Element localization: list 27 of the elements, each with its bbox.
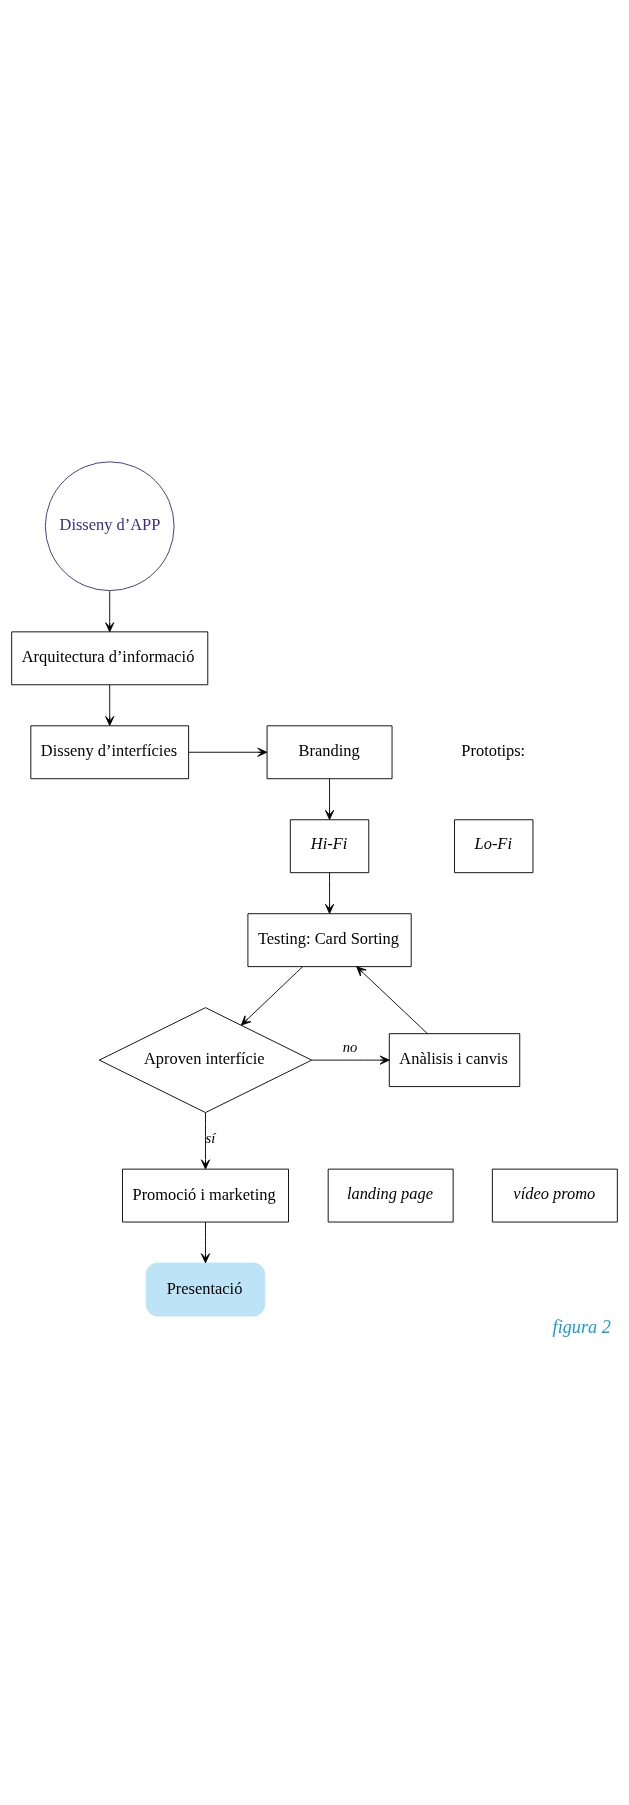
node-diamond: Aproven interfície <box>98 1007 313 1114</box>
edge-label: sí <box>205 1130 216 1147</box>
caption: figura 2 <box>552 1317 611 1338</box>
arrow <box>105 590 115 633</box>
node-box: Disseny d’interfícies <box>30 725 190 780</box>
node-box: Testing: Card Sorting <box>247 913 412 968</box>
node-box: vídeo promo <box>491 1168 618 1223</box>
node-box: Presentació <box>145 1262 266 1317</box>
arrow <box>325 778 335 820</box>
arrow <box>311 1055 390 1065</box>
arrow <box>356 966 428 1035</box>
node-box: Arquitectura d’informació <box>11 631 209 686</box>
node-box: Promoció i marketing <box>122 1168 289 1223</box>
node-label: Prototips: <box>461 741 526 761</box>
arrow <box>240 966 304 1026</box>
arrow <box>105 684 115 726</box>
arrow <box>188 747 268 757</box>
arrow <box>200 1221 211 1264</box>
arrow <box>200 1112 211 1170</box>
edge-label: no <box>342 1038 358 1055</box>
arrow <box>325 872 335 914</box>
node-box: Anàlisis i canvis <box>388 1033 521 1088</box>
node-box: landing page <box>327 1168 454 1223</box>
node-box: Lo-Fi <box>454 819 534 874</box>
node-circle: Disseny d’APP <box>44 461 175 592</box>
node-box: Hi-Fi <box>289 819 370 874</box>
node-box: Branding <box>266 725 393 780</box>
